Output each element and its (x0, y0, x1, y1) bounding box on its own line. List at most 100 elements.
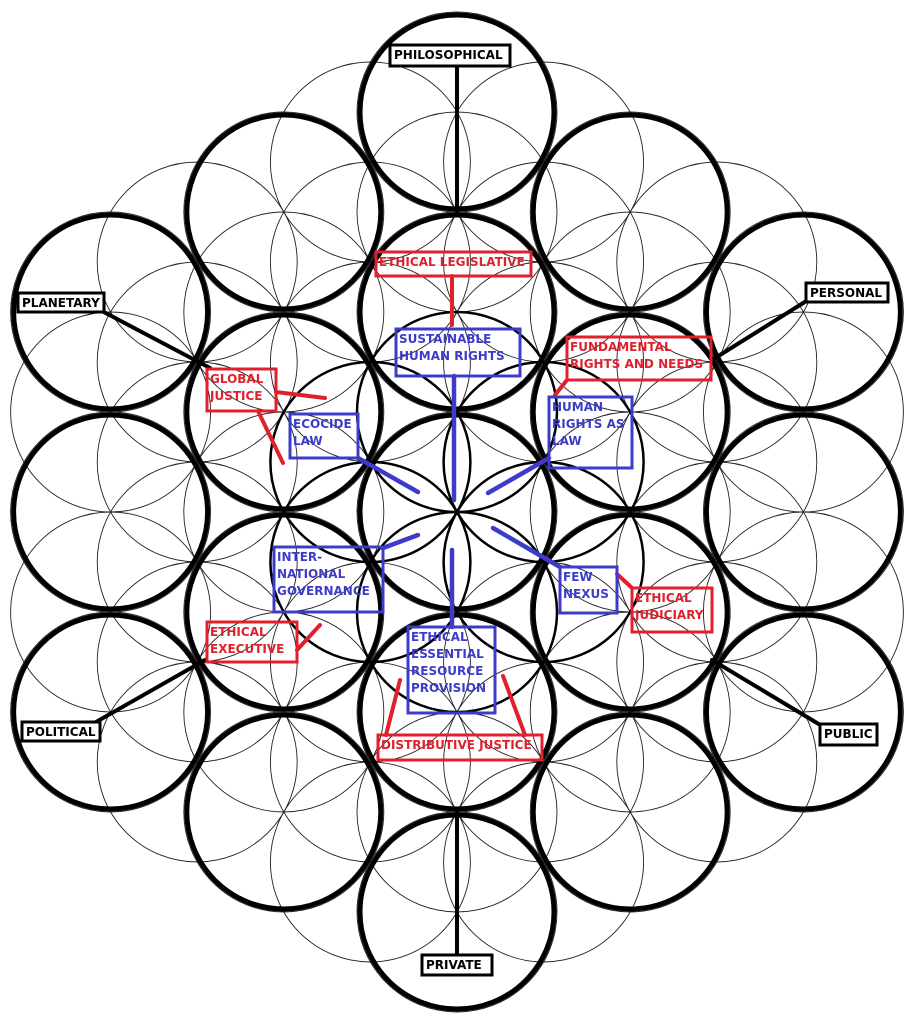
thick-circle (703, 412, 903, 612)
global-justice-box (205, 367, 278, 413)
inner-ring-circle (442, 360, 645, 564)
distributive-justice-text: DISTRIBUTIVE JUSTICE (381, 738, 532, 752)
personal-label: PERSONAL (710, 281, 890, 362)
few-nexus-text: NEXUS (563, 587, 609, 601)
international-governance-text: NATIONAL (277, 567, 346, 581)
international-governance-text: GOVERNANCE (277, 584, 370, 598)
international-governance-text: INTER- (277, 550, 322, 564)
philosophical-text: PHILOSOPHICAL (394, 48, 503, 62)
thick-circle (11, 412, 211, 612)
fundamental-rights-and-needs-text: FUNDAMENTAL (570, 340, 672, 354)
human-rights-as-law-text: HUMAN (552, 400, 603, 414)
public-connector (710, 658, 824, 728)
international-governance-box (272, 545, 385, 614)
ethical-executive-text: ETHICAL (210, 625, 267, 639)
ethical-essential-resource-provision-text: PROVISION (411, 681, 486, 695)
thick-circle (530, 112, 730, 312)
ethical-judiciary-connector (615, 572, 634, 590)
sustainable-human-rights-text: HUMAN RIGHTS (399, 349, 505, 363)
fundamental-rights-and-needs-text: RIGHTS AND NEEDS (570, 357, 703, 371)
few-nexus-box (558, 565, 619, 615)
thick-circle (11, 612, 211, 812)
thick-circles (11, 12, 903, 1012)
global-justice-text: GLOBAL (210, 372, 264, 386)
ethical-essential-resource-provision-text: RESOURCE (411, 664, 483, 678)
philosophical-box (388, 43, 512, 68)
political-connector (94, 658, 207, 724)
thick-circle (530, 512, 730, 712)
distributive-justice-box (376, 733, 544, 762)
ethical-executive-text: EXECUTIVE (210, 642, 284, 656)
global-justice-label: GLOBAL JUSTICE (205, 367, 327, 465)
sustainable-human-rights-box (394, 327, 522, 378)
private-label: PRIVATE (420, 810, 494, 977)
ethical-legislative-box (374, 250, 533, 278)
international-governance-connector (380, 532, 421, 551)
ecocide-law-text: ECOCIDE (293, 417, 352, 431)
lattice-circle (702, 511, 904, 713)
ecocide-law-box (288, 412, 360, 460)
labels: PHILOSOPHICAL PLANETARY PERSONAL POLITICAL P… (16, 43, 890, 977)
ethical-essential-resource-provision-label: ETHICAL ESSENTIAL RESOURCE PROVISION (406, 547, 497, 715)
fundamental-rights-and-needs-box (565, 335, 713, 382)
planetary-text: PLANETARY (22, 296, 100, 310)
ethical-essential-resource-provision-text: ESSENTIAL (411, 647, 484, 661)
ethical-legislative-text: ETHICAL LEGISLATIVE (379, 255, 525, 269)
thick-circle (357, 212, 557, 412)
distributive-justice-connector (501, 674, 527, 737)
thick-circle (530, 712, 730, 912)
distributive-justice-label: DISTRIBUTIVE JUSTICE (376, 674, 544, 762)
philosophical-label: PHILOSOPHICAL (388, 43, 512, 214)
ethical-judiciary-text: JUDICIARY (634, 608, 704, 622)
global-justice-text: JUSTICE (209, 389, 263, 403)
thick-circle (703, 612, 903, 812)
international-governance-label: INTER- NATIONAL GOVERNANCE (272, 532, 421, 614)
human-rights-as-law-text: LAW (552, 434, 582, 448)
sustainable-human-rights-text: SUSTAINABLE (399, 332, 491, 346)
thick-circle (184, 112, 384, 312)
fundamental-rights-and-needs-label: FUNDAMENTAL RIGHTS AND NEEDS (553, 335, 713, 397)
thick-circle (11, 212, 211, 412)
sustainable-human-rights-label: SUSTAINABLE HUMAN RIGHTS (394, 327, 522, 503)
ethical-executive-connector (295, 623, 322, 652)
planetary-box (16, 291, 106, 314)
thick-circle (357, 412, 557, 612)
distributive-justice-connector (384, 678, 402, 737)
thick-circle (530, 312, 730, 512)
ethical-judiciary-box (630, 586, 714, 634)
thick-circle (184, 712, 384, 912)
private-text: PRIVATE (426, 958, 482, 972)
global-justice-connector (256, 409, 285, 465)
public-label: PUBLIC (710, 658, 879, 747)
thick-circle (703, 212, 903, 412)
public-text: PUBLIC (824, 727, 873, 741)
fundamental-rights-and-needs-connector (553, 378, 569, 397)
private-box (420, 953, 494, 977)
political-box (20, 720, 102, 743)
ethical-essential-resource-provision-text: ETHICAL (411, 630, 468, 644)
thick-circle (357, 612, 557, 812)
political-label: POLITICAL (20, 658, 207, 743)
lattice-circle (702, 611, 904, 813)
planetary-label: PLANETARY (16, 291, 212, 370)
political-text: POLITICAL (26, 725, 96, 739)
public-box (818, 722, 879, 747)
personal-text: PERSONAL (810, 286, 882, 300)
ethical-executive-box (205, 620, 299, 664)
ethical-essential-resource-provision-box (406, 625, 497, 715)
global-justice-connector (274, 390, 327, 400)
ecocide-law-connector (355, 455, 421, 495)
ethical-executive-label: ETHICAL EXECUTIVE (205, 620, 322, 664)
planetary-connector (98, 308, 212, 370)
human-rights-as-law-box (547, 395, 634, 470)
human-rights-as-law-connector (485, 455, 552, 496)
few-nexus-connector (490, 525, 563, 570)
thick-circle (184, 312, 384, 512)
personal-connector (710, 298, 810, 362)
